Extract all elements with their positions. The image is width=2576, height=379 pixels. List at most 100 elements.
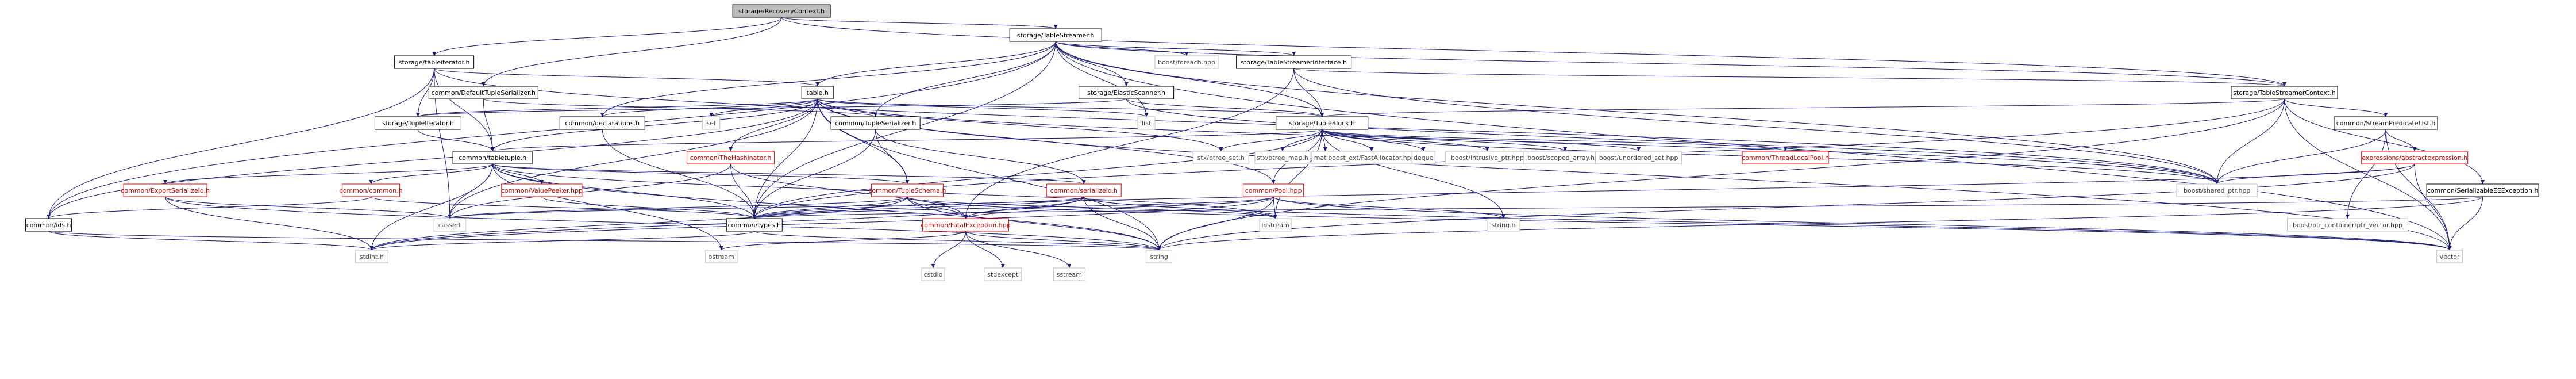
- node-see[interactable]: common/SerializableEEException.h: [2426, 183, 2539, 197]
- node-label: common/SerializableEEException.h: [2427, 187, 2539, 194]
- node-box: [922, 218, 1009, 232]
- node-ese[interactable]: common/ExportSerializeIo.h: [121, 183, 210, 197]
- edge-ae-to-vector: [2414, 163, 2452, 251]
- node-fee[interactable]: common/FatalException.hpp: [921, 218, 1011, 232]
- node-cassert: cassert: [433, 218, 466, 232]
- node-rc[interactable]: storage/RecoveryContext.h: [732, 4, 831, 18]
- node-vector: vector: [2436, 250, 2463, 263]
- edge-ts-to-bsp: [1055, 41, 2219, 185]
- node-cc[interactable]: common/common.h: [340, 183, 403, 197]
- node-decl[interactable]: common/declarations.h: [559, 116, 645, 130]
- node-spl[interactable]: common/StreamPredicateList.h: [2334, 116, 2438, 130]
- edge-spl-to-bpcv: [2345, 129, 2386, 219]
- edge-see-to-vector: [2447, 196, 2483, 251]
- edge-rc-to-ts: [781, 17, 1058, 29]
- edge-tbl-to-cassert: [448, 98, 818, 219]
- node-vp[interactable]: common/ValuePeeker.hpp: [501, 183, 583, 197]
- edge-spl-to-vector: [2385, 129, 2452, 251]
- node-box: [2334, 116, 2438, 130]
- node-tuit[interactable]: storage/TupleIterator.h: [374, 116, 461, 130]
- edge-dts-to-tt: [483, 98, 495, 152]
- edge-fee-to-cstdio: [931, 231, 966, 269]
- edge-fee-to-string: [965, 231, 1161, 251]
- edge-ti-to-tt: [434, 68, 495, 152]
- node-box: [1259, 218, 1292, 232]
- node-bfa: boost_ext/FastAllocator.hpp: [1326, 151, 1416, 164]
- node-box: [726, 218, 783, 232]
- node-box: [1243, 183, 1304, 197]
- node-types[interactable]: common/types.h: [726, 218, 783, 232]
- node-pool[interactable]: common/Pool.hpp: [1243, 183, 1304, 197]
- node-tt[interactable]: common/tabletuple.h: [452, 151, 533, 164]
- edge-rc-to-ti: [432, 17, 782, 56]
- node-tsr[interactable]: common/TupleSerializer.h: [830, 116, 921, 130]
- node-box: [559, 116, 645, 130]
- node-label: stx/btree_set.h: [1197, 154, 1245, 162]
- edge-ti-to-tbl: [434, 68, 819, 87]
- edge-cc-to-ids: [47, 196, 372, 219]
- edge-rc-to-tsc: [781, 17, 2286, 87]
- edge-tb-to-stxm: [1280, 129, 1323, 152]
- node-label: expressions/abstractexpression.h: [2362, 154, 2467, 162]
- node-label: storage/TableStreamerInterface.h: [1241, 59, 1347, 66]
- node-label: common/ValuePeeker.hpp: [501, 187, 583, 194]
- node-box: [1154, 55, 1219, 69]
- node-tsi[interactable]: storage/TableStreamerInterface.h: [1236, 55, 1352, 69]
- node-label: cassert: [438, 221, 462, 229]
- edge-tb-to-stringh: [1322, 129, 1505, 219]
- node-dts[interactable]: common/DefaultTupleSerializer.h: [428, 86, 538, 99]
- node-tbl[interactable]: table.h: [801, 86, 834, 99]
- edge-es-to-tuit: [416, 98, 1127, 117]
- node-ae[interactable]: expressions/abstractexpression.h: [2361, 151, 2469, 164]
- edge-ti-to-ids: [47, 68, 435, 219]
- node-thh[interactable]: common/TheHashinator.h: [687, 151, 775, 164]
- node-tlp[interactable]: common/ThreadLocalPool.h: [1742, 151, 1829, 164]
- node-label: common/TupleSerializer.h: [835, 120, 916, 127]
- node-box: [871, 183, 944, 197]
- node-es[interactable]: storage/ElasticScanner.h: [1079, 86, 1175, 99]
- node-ti[interactable]: storage/tableiterator.h: [394, 55, 475, 69]
- edge-thh-to-cassert: [448, 163, 731, 219]
- edge-tsi-to-fee: [963, 68, 1295, 219]
- node-label: common/serializeio.h: [1050, 187, 1118, 194]
- node-label: common/Pool.hpp: [1245, 187, 1302, 194]
- node-stxm: stx/btree_map.h: [1254, 151, 1311, 164]
- node-box: [801, 86, 834, 99]
- node-tsch[interactable]: common/TupleSchema.h: [868, 183, 946, 197]
- edge-ese-to-cassert: [165, 196, 452, 219]
- edge-tt-to-ese: [163, 163, 493, 185]
- edge-pool-to-stringh: [1273, 196, 1505, 219]
- edge-ae-to-types: [752, 163, 2415, 219]
- edge-tsc-to-bsp: [2215, 98, 2285, 185]
- node-ts[interactable]: storage/TableStreamer.h: [1009, 28, 1102, 42]
- edge-tbl-to-list: [817, 98, 1149, 117]
- node-ids[interactable]: common/ids.h: [25, 218, 72, 232]
- edge-tt-to-tsch: [492, 163, 910, 185]
- node-label: set: [706, 120, 716, 127]
- node-set: set: [702, 116, 721, 130]
- node-sio[interactable]: common/serializeio.h: [1046, 183, 1122, 197]
- edge-tsch-to-string: [907, 196, 1161, 251]
- node-box: [433, 218, 466, 232]
- edge-tsc-to-vector: [2284, 98, 2452, 251]
- node-bsa: boost/scoped_array.hpp: [1523, 151, 1607, 164]
- edge-es-to-tb: [1126, 98, 1324, 117]
- edge-tb-to-deque: [1322, 129, 1426, 152]
- edge-pool-to-iostream: [1273, 196, 1278, 219]
- edge-fee-to-stdexcept: [965, 231, 1005, 269]
- node-box: [830, 116, 921, 130]
- node-tb[interactable]: storage/TupleBlock.h: [1276, 116, 1369, 130]
- edge-tbl-to-tb: [817, 98, 1324, 117]
- node-box: [2286, 218, 2408, 232]
- node-tsc[interactable]: storage/TableStreamerContext.h: [2231, 86, 2338, 99]
- node-stringh: string.h: [1487, 218, 1520, 232]
- node-label: storage/TableStreamerContext.h: [2233, 89, 2336, 97]
- node-bsp: boost/shared_ptr.hpp: [2176, 183, 2258, 197]
- node-label: common/DefaultTupleSerializer.h: [432, 89, 536, 97]
- edge-ids-to-stdint: [48, 231, 374, 251]
- node-label: storage/RecoveryContext.h: [738, 7, 825, 15]
- node-label: storage/TupleBlock.h: [1289, 120, 1355, 127]
- node-label: table.h: [807, 89, 829, 97]
- edge-ts-to-tsi: [1055, 41, 1296, 56]
- edge-types-to-stdint: [369, 231, 755, 251]
